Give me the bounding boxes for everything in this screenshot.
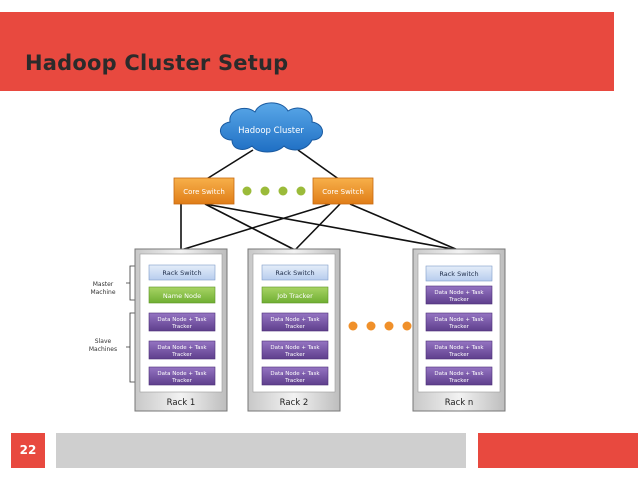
rack-2-data-node-3-line2: Tracker — [284, 378, 306, 384]
slave-label-line1: Slave — [95, 338, 112, 345]
rack-n-data-node-3-line2: Tracker — [448, 352, 470, 358]
rack-1: Rack Switch Name Node Data Node + Task T… — [134, 248, 228, 412]
rack-2-data-node-1-line2: Tracker — [284, 324, 306, 330]
rack-2-label: Rack 2 — [280, 398, 309, 408]
footer-accent — [478, 433, 638, 468]
footer-bar — [56, 433, 466, 468]
rack-n-data-node-1-line2: Tracker — [448, 297, 470, 303]
rack-n-switch-label: Rack Switch — [439, 270, 478, 278]
rack-n-data-node-3: Data Node + Task Tracker — [425, 340, 493, 360]
rack-n-data-node-4-line1: Data Node + Task — [434, 371, 484, 377]
rack-n-data-node-2-line2: Tracker — [448, 324, 470, 330]
slave-brace — [126, 312, 135, 383]
rack-1-data-node-2-line1: Data Node + Task — [157, 345, 207, 351]
rack-2-data-node-2-line2: Tracker — [284, 352, 306, 358]
core-switch-ellipsis-dots — [242, 186, 306, 196]
rack-1-label: Rack 1 — [167, 398, 196, 408]
rack-2-data-node-2: Data Node + Task Tracker — [261, 340, 329, 360]
rack-1-data-node-3-line2: Tracker — [171, 378, 193, 384]
rack-1-switch: Rack Switch — [148, 264, 216, 281]
rack-2-switch-label: Rack Switch — [275, 269, 314, 277]
rack-1-data-node-3: Data Node + Task Tracker — [148, 366, 216, 386]
rack-n-data-node-4-line2: Tracker — [448, 378, 470, 384]
page-number: 22 — [19, 443, 37, 457]
core-switch-2-label: Core Switch — [322, 188, 364, 196]
rack-2-switch: Rack Switch — [261, 264, 329, 281]
rack-2-job-tracker: Job Tracker — [261, 286, 329, 304]
rack-2-data-node-1: Data Node + Task Tracker — [261, 312, 329, 332]
page-number-box — [11, 433, 45, 468]
rack-1-name-node: Name Node — [148, 286, 216, 304]
core-switch-2: Core Switch — [312, 177, 374, 205]
slave-label-line2: Machines — [89, 346, 117, 353]
rack-1-data-node-1: Data Node + Task Tracker — [148, 312, 216, 332]
rack-2-data-node-3-line1: Data Node + Task — [270, 371, 320, 377]
rack-n: Rack Switch Data Node + Task Tracker Dat… — [412, 248, 506, 412]
hadoop-cluster-cloud: Hadoop Cluster — [220, 102, 323, 153]
rack-n-data-node-4: Data Node + Task Tracker — [425, 366, 493, 386]
side-labels: Master Machine Slave Machines — [89, 265, 135, 383]
rack-1-data-node-1-line2: Tracker — [171, 324, 193, 330]
master-label-line2: Machine — [90, 289, 115, 296]
title-bar — [0, 12, 614, 91]
rack-n-data-node-1: Data Node + Task Tracker — [425, 285, 493, 305]
master-brace — [126, 265, 135, 301]
rack-n-data-node-1-line1: Data Node + Task — [434, 290, 484, 296]
master-label-line1: Master — [93, 281, 114, 288]
rack-2-job-tracker-label: Job Tracker — [276, 292, 313, 300]
rack-n-data-node-3-line1: Data Node + Task — [434, 345, 484, 351]
rack-1-data-node-2: Data Node + Task Tracker — [148, 340, 216, 360]
rack-ellipsis-dots — [348, 321, 412, 331]
rack-n-data-node-2-line1: Data Node + Task — [434, 317, 484, 323]
cloud-label: Hadoop Cluster — [238, 126, 304, 136]
rack-2-data-node-1-line1: Data Node + Task — [270, 317, 320, 323]
rack-2-data-node-3: Data Node + Task Tracker — [261, 366, 329, 386]
core-switch-1-label: Core Switch — [183, 188, 225, 196]
rack-1-data-node-3-line1: Data Node + Task — [157, 371, 207, 377]
slide-title: Hadoop Cluster Setup — [25, 51, 289, 75]
connection-lines — [180, 149, 459, 251]
rack-1-data-node-1-line1: Data Node + Task — [157, 317, 207, 323]
rack-n-label: Rack n — [445, 398, 474, 408]
core-switch-1: Core Switch — [173, 177, 235, 205]
rack-2-data-node-2-line1: Data Node + Task — [270, 345, 320, 351]
rack-1-name-node-label: Name Node — [163, 292, 201, 300]
rack-1-data-node-2-line2: Tracker — [171, 352, 193, 358]
rack-1-switch-label: Rack Switch — [162, 269, 201, 277]
rack-2: Rack Switch Job Tracker Data Node + Task… — [247, 248, 341, 412]
rack-n-data-node-2: Data Node + Task Tracker — [425, 312, 493, 332]
rack-n-switch: Rack Switch — [425, 265, 493, 282]
